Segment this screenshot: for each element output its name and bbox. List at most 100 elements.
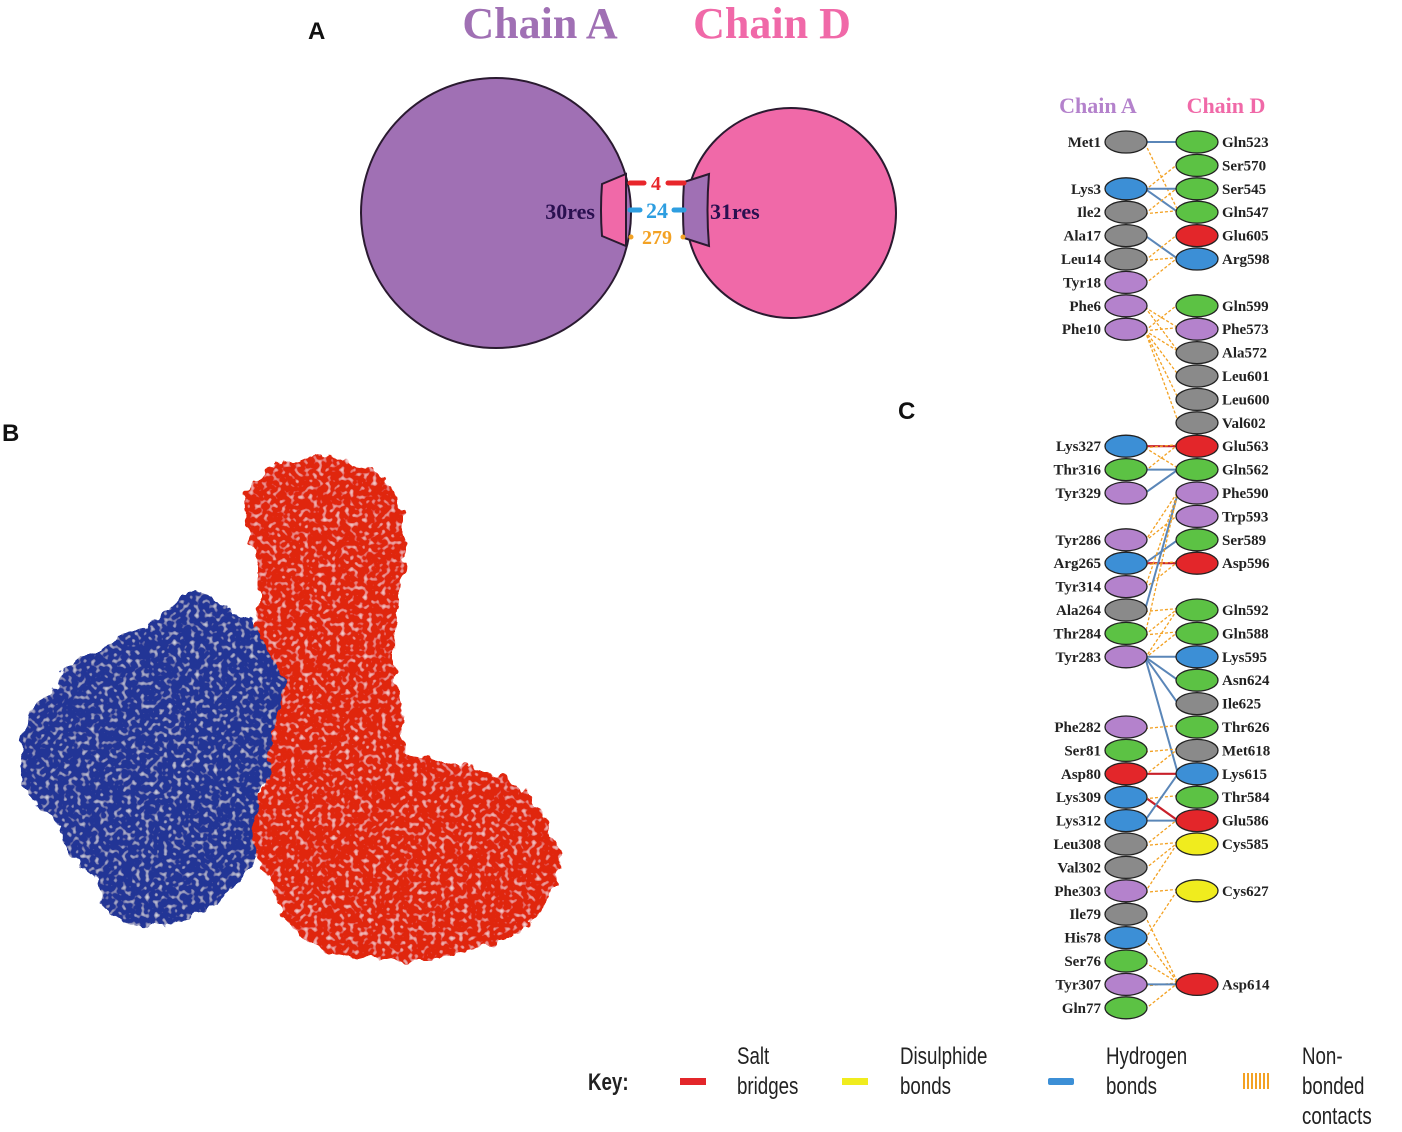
interaction-link-nonbonded [1144, 330, 1179, 352]
interaction-link-nonbonded [1144, 982, 1179, 987]
residue-label-glu586: Glu586 [1222, 814, 1269, 830]
legend-swatch-hydrogen-bonds [1048, 1078, 1074, 1085]
residue-label-lys327: Lys327 [1056, 439, 1102, 455]
residue-node-asp596 [1175, 551, 1219, 575]
residue-node-lys312 [1104, 808, 1148, 833]
chain-a-interface-patch [600, 172, 627, 248]
residue-node-phe10 [1104, 317, 1148, 341]
blue-protein-surface [20, 591, 300, 926]
residue-node-lys309 [1104, 785, 1148, 809]
legend-swatch-disulphide-bonds [842, 1078, 868, 1085]
interaction-link-hbond [1144, 773, 1179, 822]
legend-line1: Non-bonded [1302, 1043, 1365, 1100]
residue-label-tyr283: Tyr283 [1055, 650, 1101, 666]
residue-label-phe590: Phe590 [1222, 486, 1269, 502]
residue-label-his78: His78 [1064, 931, 1101, 947]
residue-node-ser589 [1175, 528, 1219, 552]
residue-label-gln523: Gln523 [1222, 135, 1269, 151]
chain-a-title: Chain A [462, 0, 618, 48]
residue-node-leu14 [1104, 247, 1148, 271]
residue-node-leu308 [1104, 832, 1148, 856]
interaction-link-nonbonded [1144, 306, 1179, 329]
residue-label-ser76: Ser76 [1064, 954, 1101, 970]
residue-node-ser545 [1175, 177, 1219, 201]
residue-node-ala572 [1175, 340, 1219, 365]
residue-label-gln592: Gln592 [1222, 603, 1269, 619]
residue-label-thr316: Thr316 [1053, 463, 1101, 479]
nonbond-dot-right [680, 234, 686, 240]
legend-line2: bonds [900, 1073, 952, 1100]
residue-node-gln599 [1175, 294, 1219, 318]
panel-label-a: A [308, 18, 326, 45]
residue-node-phe6 [1104, 294, 1148, 318]
legend-line1: Hydrogen [1106, 1043, 1188, 1070]
residue-label-ser545: Ser545 [1222, 182, 1266, 198]
residue-label-thr584: Thr584 [1222, 790, 1270, 806]
residue-label-glu563: Glu563 [1222, 439, 1269, 455]
residue-node-tyr307 [1104, 972, 1148, 997]
interaction-link-nonbonded [1144, 561, 1179, 589]
interaction-link-nonbonded [1144, 888, 1179, 893]
residue-label-tyr18: Tyr18 [1063, 275, 1101, 291]
residue-label-ala17: Ala17 [1064, 229, 1102, 245]
red-protein-surface [244, 455, 559, 961]
interaction-link-nonbonded [1144, 444, 1179, 472]
residue-label-phe10: Phe10 [1062, 322, 1101, 338]
residue-label-cys627: Cys627 [1222, 884, 1269, 900]
interaction-link-nonbonded [1144, 961, 1179, 984]
interaction-link-nonbonded [1144, 915, 1179, 984]
residue-node-tyr286 [1104, 528, 1148, 552]
interaction-link-hbond [1144, 655, 1179, 682]
residue-node-ala17 [1104, 223, 1148, 248]
residue-node-gln562 [1175, 457, 1219, 482]
chain-d-residue-count: 31res [710, 199, 760, 224]
interaction-link-nonbonded [1144, 631, 1179, 636]
residue-label-gln547: Gln547 [1222, 205, 1269, 221]
interaction-link-nonbonded [1144, 607, 1179, 636]
interaction-link-salt-bridge [1144, 796, 1179, 822]
interaction-link-nonbonded [1144, 888, 1179, 940]
interaction-link-nonbonded [1144, 163, 1179, 191]
residue-node-asp614 [1175, 972, 1219, 997]
residue-label-leu308: Leu308 [1053, 837, 1101, 853]
residue-label-gln588: Gln588 [1222, 626, 1269, 642]
interaction-link-nonbonded [1144, 491, 1179, 636]
residue-label-asp80: Asp80 [1061, 767, 1101, 783]
legend-swatch-salt-bridges [680, 1078, 706, 1085]
legend-line1: Disulphide [900, 1043, 988, 1070]
legend-line2: bonds [1106, 1073, 1158, 1100]
residue-label-arg265: Arg265 [1054, 556, 1102, 572]
chain-a-residues: Met1Lys3Ile2Ala17Leu14Tyr18Phe6Phe10Lys3… [1053, 130, 1148, 1020]
residue-node-ile625 [1175, 691, 1219, 716]
interaction-link-nonbonded [1144, 842, 1179, 893]
residue-node-cys585 [1175, 832, 1219, 856]
residue-label-thr626: Thr626 [1222, 720, 1270, 736]
legend-label-disulphide-bonds: Disulphide bonds [900, 1042, 987, 1102]
residue-label-phe573: Phe573 [1222, 322, 1269, 338]
interaction-link-nonbonded [1144, 330, 1179, 375]
residue-label-tyr286: Tyr286 [1055, 533, 1101, 549]
chain-d-circle [685, 107, 897, 319]
hbond-count: 24 [646, 198, 668, 223]
residue-node-tyr314 [1104, 574, 1148, 599]
residue-node-trp593 [1175, 504, 1219, 529]
residue-node-gln592 [1175, 598, 1219, 622]
residue-label-leu14: Leu14 [1061, 252, 1102, 268]
interaction-link-nonbonded [1144, 631, 1179, 659]
legend-label-non-bonded-contacts: Non-bonded contacts [1302, 1042, 1372, 1132]
panel-label-b: B [2, 420, 20, 447]
interaction-link-nonbonded [1144, 608, 1179, 659]
residue-node-val302 [1104, 855, 1148, 880]
residue-label-lys615: Lys615 [1222, 767, 1267, 783]
map-chain-a-title: Chain A [1059, 93, 1137, 118]
residue-label-tyr314: Tyr314 [1055, 580, 1101, 596]
residue-node-phe282 [1104, 715, 1148, 739]
residue-node-ser81 [1104, 738, 1148, 763]
residue-node-ser76 [1104, 949, 1148, 973]
residue-node-ala264 [1104, 598, 1148, 622]
residue-node-gln523 [1175, 130, 1219, 154]
residue-label-gln562: Gln562 [1222, 463, 1269, 479]
interaction-link-nonbonded [1144, 210, 1179, 215]
residue-node-tyr18 [1104, 270, 1148, 295]
